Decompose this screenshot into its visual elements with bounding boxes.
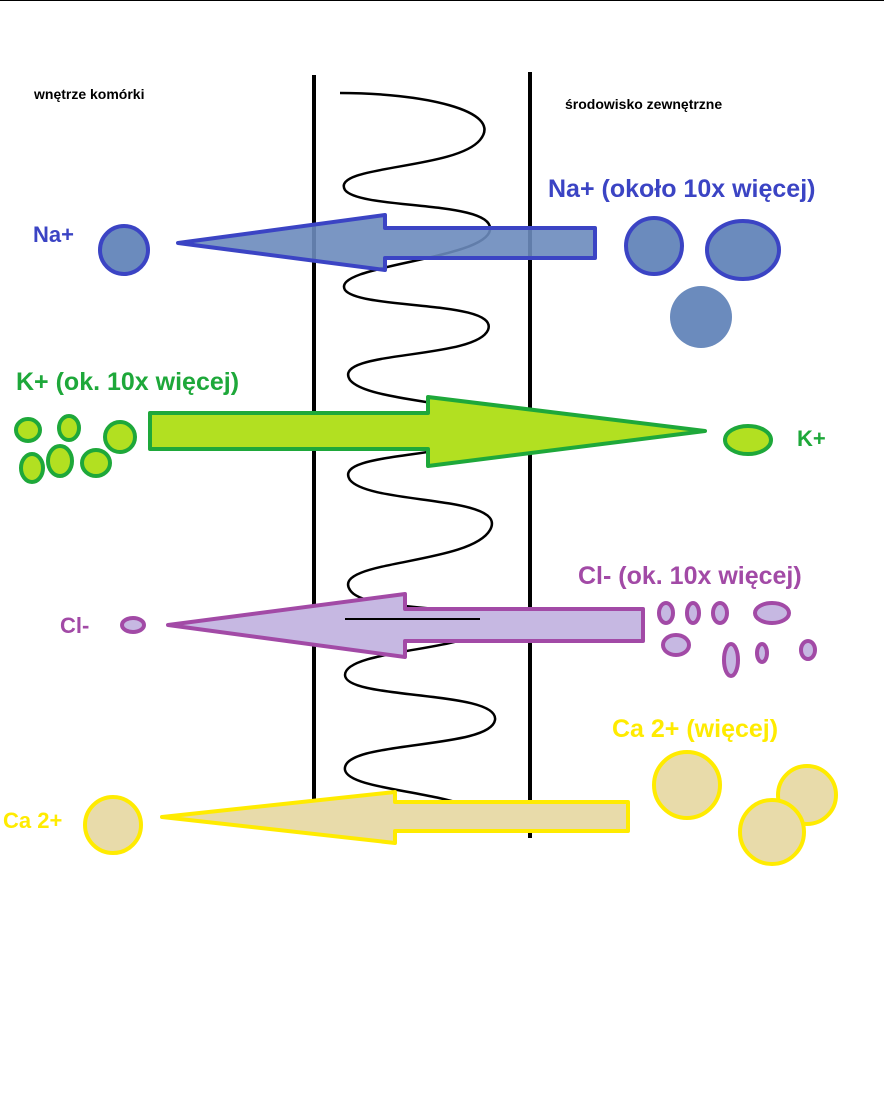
cl-ion-outside-4 [753, 601, 791, 625]
cl-ion-outside-6 [722, 642, 740, 678]
cl-label-outside: Cl- (ok. 10x więcej) [578, 562, 802, 590]
ca-ion-outside-1 [652, 750, 722, 820]
k-ion-outside [723, 424, 773, 456]
cl-ion-outside-8 [799, 639, 817, 661]
k-label-outside: K+ [797, 426, 826, 451]
top-border [0, 0, 884, 1]
label-outside: środowisko zewnętrzne [565, 96, 722, 112]
cl-ion-outside-2 [685, 601, 701, 625]
ca-label-outside: Ca 2+ (więcej) [612, 715, 778, 743]
k-arrow [148, 395, 707, 468]
ca-arrow [160, 790, 630, 845]
cl-ion-outside-1 [657, 601, 675, 625]
cl-ion-outside-5 [661, 633, 691, 657]
membrane-squiggle [339, 91, 497, 831]
ca-ion-outside-3 [738, 798, 806, 866]
na-label-outside: Na+ (około 10x więcej) [548, 175, 815, 203]
ca-ion-inside [83, 795, 143, 855]
cl-arrow [166, 592, 645, 659]
k-ion-inside-3 [103, 420, 137, 454]
na-ion-outside-3 [670, 286, 732, 348]
k-ion-inside-6 [80, 448, 112, 478]
k-ion-inside-4 [19, 452, 45, 484]
k-ion-inside-2 [57, 414, 81, 442]
cl-ion-outside-7 [755, 642, 769, 664]
k-ion-inside-5 [46, 444, 74, 478]
cl-ion-inside [120, 616, 146, 634]
cl-label-inside: Cl- [60, 613, 89, 638]
na-ion-outside-1 [624, 216, 684, 276]
cl-ion-outside-3 [711, 601, 729, 625]
k-ion-inside-1 [14, 417, 42, 443]
na-ion-inside [98, 224, 150, 276]
na-ion-outside-2 [705, 219, 781, 281]
na-arrow [176, 213, 597, 272]
label-inside: wnętrze komórki [33, 86, 144, 102]
k-label-inside: K+ (ok. 10x więcej) [16, 368, 239, 396]
ca-label-inside: Ca 2+ [3, 808, 62, 833]
na-label-inside: Na+ [33, 222, 74, 247]
